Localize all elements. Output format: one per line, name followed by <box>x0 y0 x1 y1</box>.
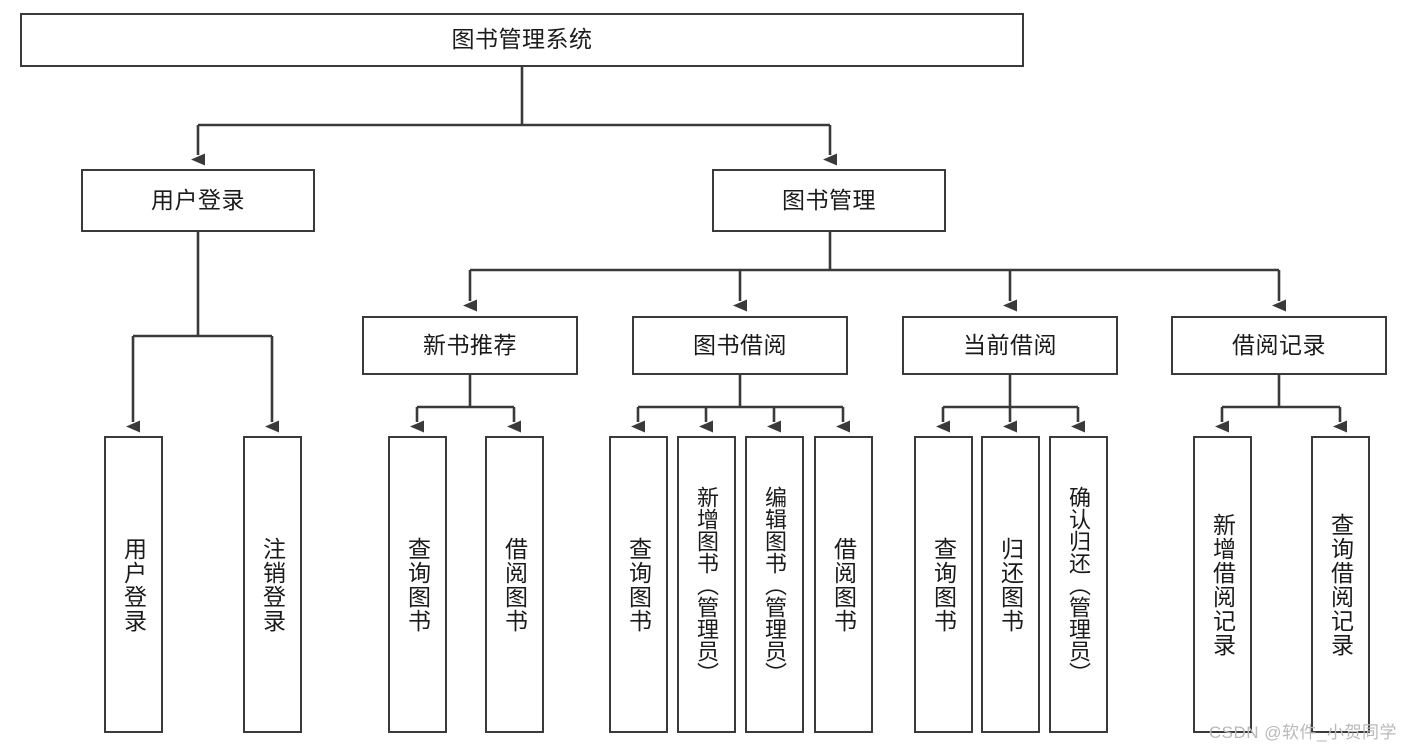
node-leaf-logout-login[interactable]: 注销登录 <box>243 436 302 733</box>
node-label: 新书推荐 <box>423 331 517 358</box>
node-user-login[interactable]: 用户登录 <box>81 169 315 232</box>
node-borrow-record[interactable]: 借阅记录 <box>1171 316 1387 375</box>
node-book-borrow[interactable]: 图书借阅 <box>632 316 848 375</box>
node-leaf-user-login[interactable]: 用户登录 <box>104 436 163 733</box>
node-leaf-query-book-current[interactable]: 查询图书 <box>914 436 973 733</box>
node-leaf-add-borrow-record[interactable]: 新增借阅记录 <box>1193 436 1252 733</box>
node-label: 借阅图书 <box>830 536 857 633</box>
node-label: 借阅记录 <box>1232 331 1326 358</box>
node-label: 用户登录 <box>120 536 147 633</box>
node-label: 用户登录 <box>151 186 245 213</box>
node-leaf-borrow-book-recommend[interactable]: 借阅图书 <box>485 436 544 733</box>
node-leaf-add-book-admin[interactable]: 新增图书（管理员） <box>677 436 736 733</box>
node-leaf-return-book[interactable]: 归还图书 <box>981 436 1040 733</box>
node-new-book-recommend[interactable]: 新书推荐 <box>362 316 578 375</box>
node-label: 查询借阅记录 <box>1327 512 1354 657</box>
node-book-management[interactable]: 图书管理 <box>712 169 946 232</box>
node-leaf-borrow-book[interactable]: 借阅图书 <box>814 436 873 733</box>
node-label: 注销登录 <box>259 536 286 633</box>
node-leaf-confirm-return-admin[interactable]: 确认归还（管理员） <box>1049 436 1108 733</box>
node-root-book-management-system[interactable]: 图书管理系统 <box>20 13 1024 67</box>
node-label: 归还图书 <box>997 536 1024 633</box>
node-label: 新增借阅记录 <box>1209 512 1236 657</box>
node-label: 查询图书 <box>625 536 652 633</box>
node-label: 图书管理 <box>782 186 876 213</box>
node-label: 图书借阅 <box>693 331 787 358</box>
node-label: 编辑图书（管理员） <box>762 485 788 684</box>
node-leaf-query-book-borrow[interactable]: 查询图书 <box>609 436 668 733</box>
node-leaf-query-book-recommend[interactable]: 查询图书 <box>388 436 447 733</box>
node-label: 查询图书 <box>930 536 957 633</box>
node-label: 图书管理系统 <box>451 26 593 53</box>
node-label: 借阅图书 <box>501 536 528 633</box>
node-label: 当前借阅 <box>963 331 1057 358</box>
node-label: 查询图书 <box>404 536 431 633</box>
node-leaf-query-borrow-record[interactable]: 查询借阅记录 <box>1311 436 1370 733</box>
node-leaf-edit-book-admin[interactable]: 编辑图书（管理员） <box>745 436 804 733</box>
node-label: 确认归还（管理员） <box>1066 485 1092 684</box>
csdn-watermark: CSDN @软件_小贺同学 <box>1208 723 1397 742</box>
node-current-borrow[interactable]: 当前借阅 <box>902 316 1118 375</box>
node-label: 新增图书（管理员） <box>694 485 720 684</box>
